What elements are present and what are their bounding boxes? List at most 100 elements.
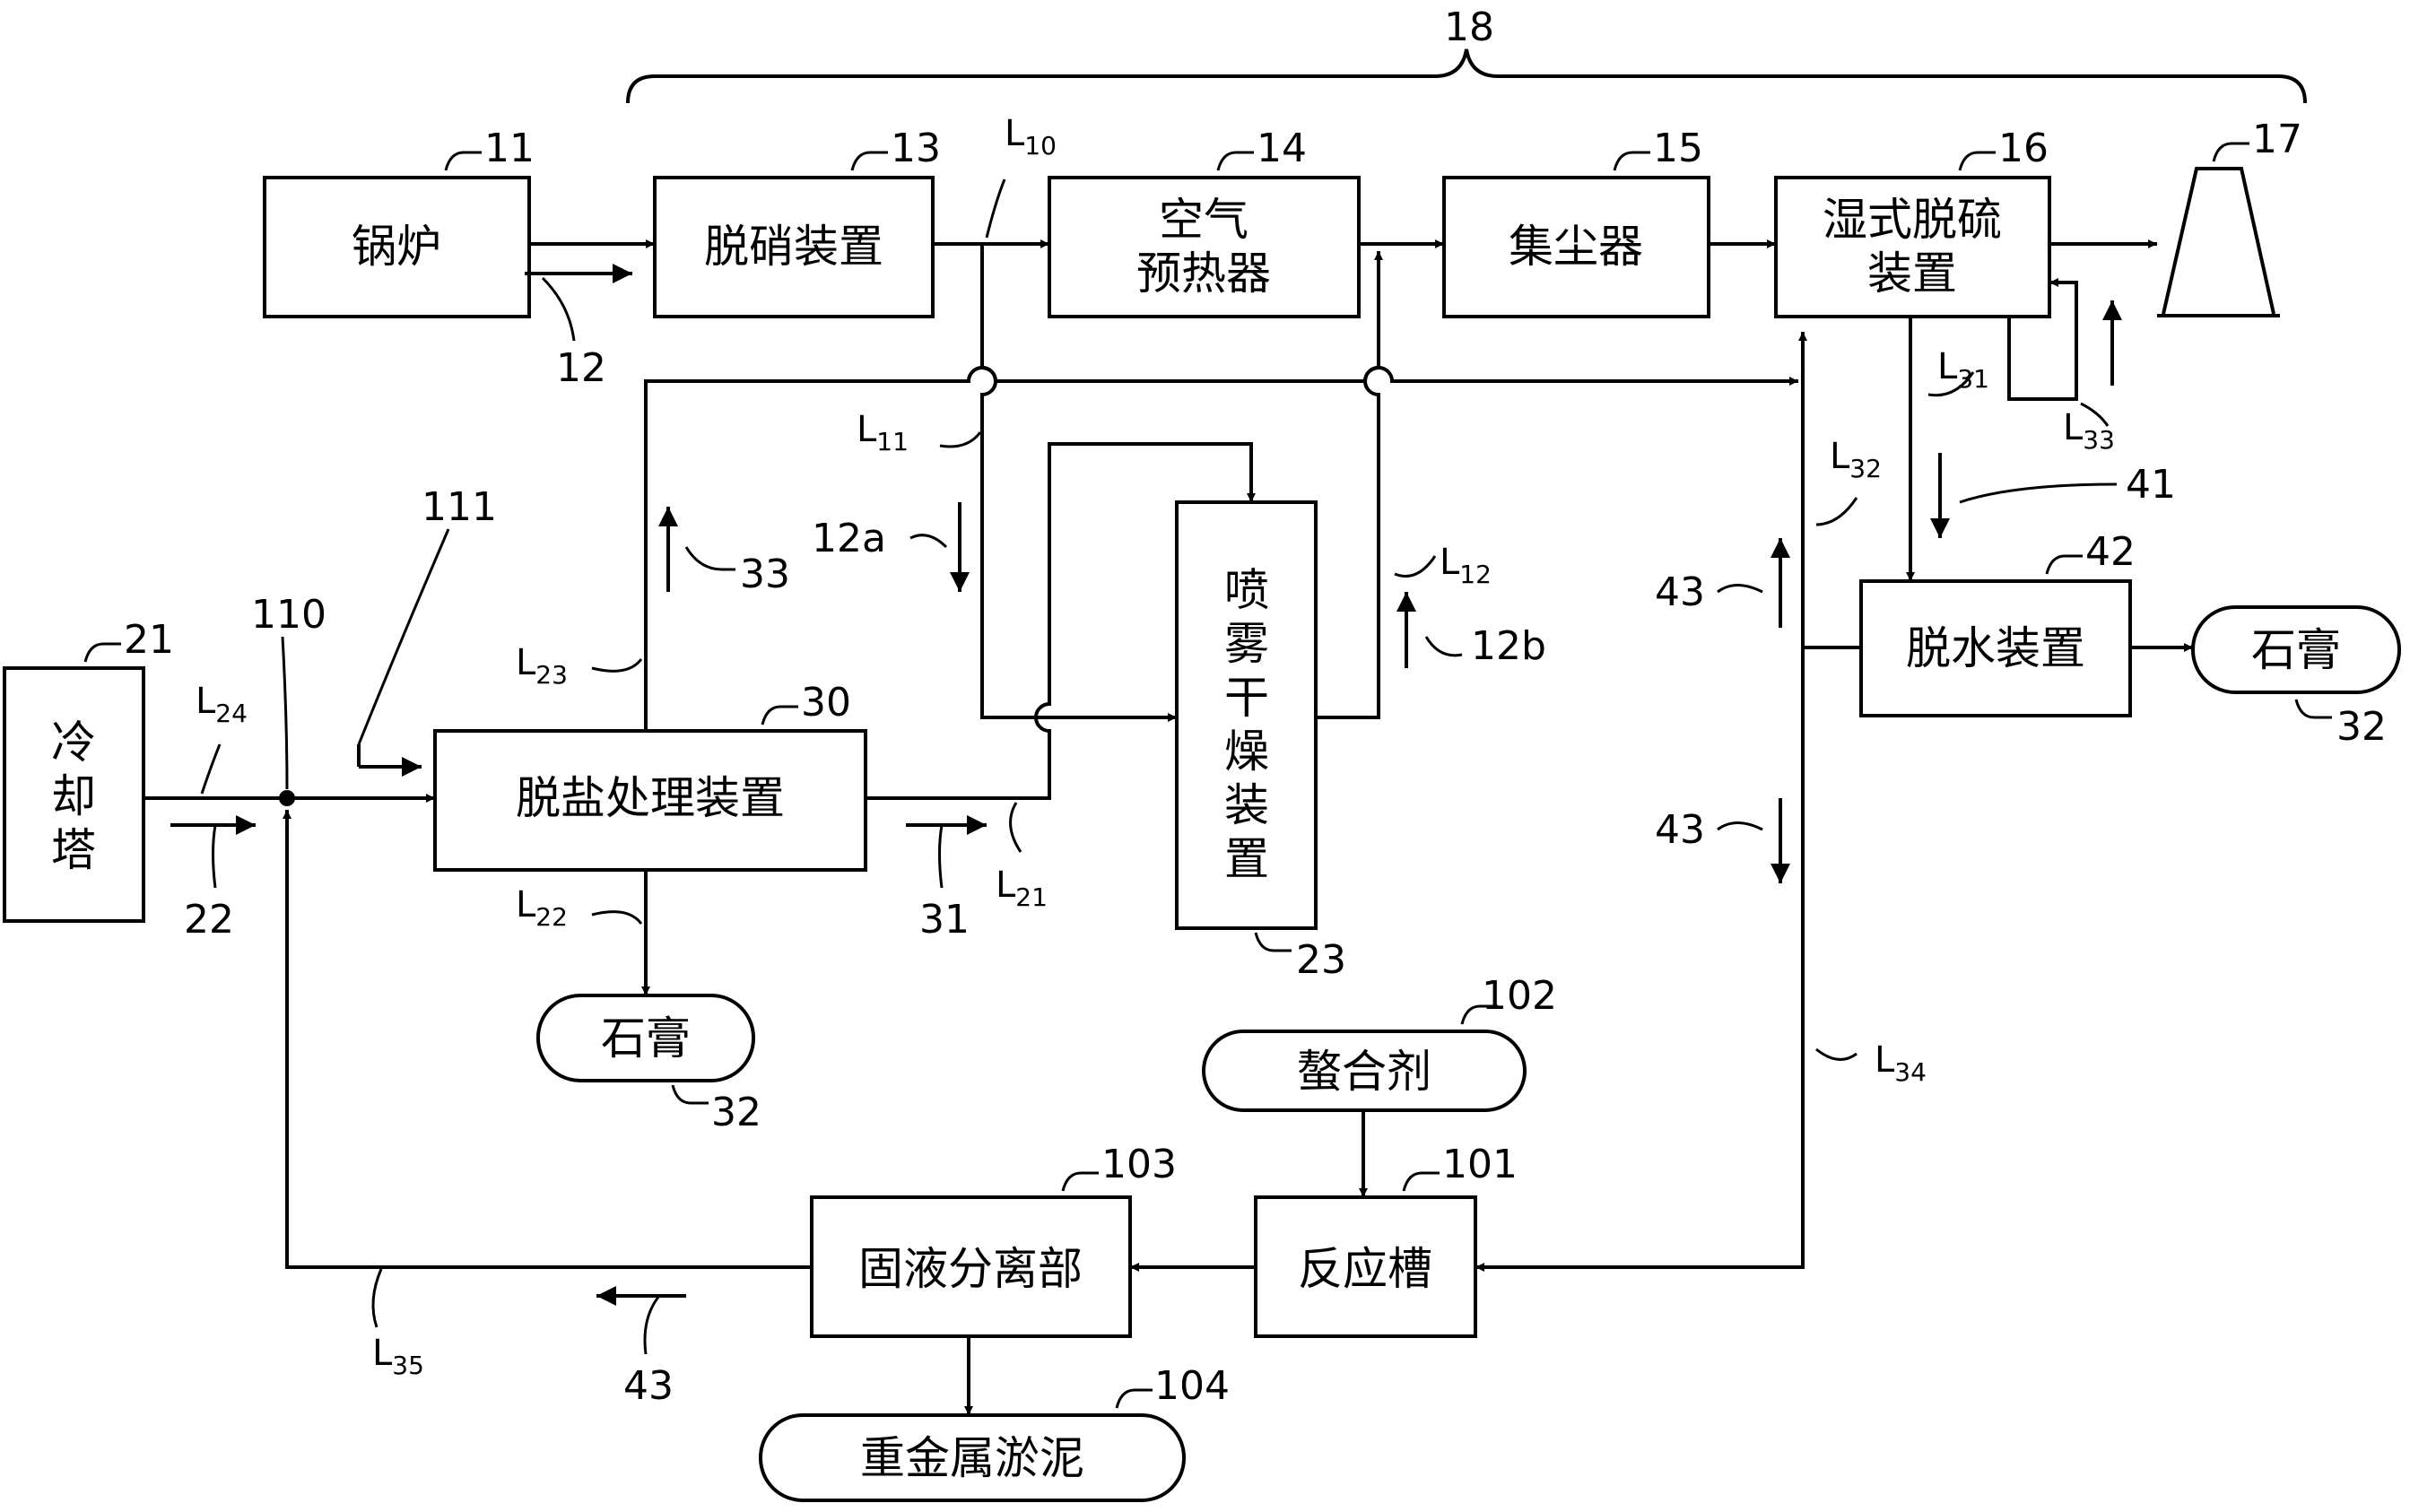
leader-30 <box>761 705 798 726</box>
ref-15: 15 <box>1653 126 1703 171</box>
wet-desulfurization-label-2: 装置 <box>1867 248 1957 300</box>
line-label-L35: L35 <box>372 1333 424 1380</box>
spray-dryer-char-6: 置 <box>1224 833 1269 885</box>
gypsum-right-label: 石膏 <box>2251 624 2341 676</box>
ref-23: 23 <box>1296 937 1346 983</box>
line-label-L22: L22 <box>516 884 568 932</box>
reaction-tank-label: 反应槽 <box>1298 1243 1432 1295</box>
spray-dryer-char-5: 装 <box>1224 779 1269 831</box>
leader-14 <box>1216 151 1254 171</box>
ref-111: 111 <box>422 484 497 530</box>
leader-23 <box>1254 932 1292 952</box>
ref-18: 18 <box>1444 4 1494 50</box>
line-label-L31: L31 <box>1937 346 1989 394</box>
flow-ref-31: 31 <box>919 897 970 943</box>
line-label-L34: L34 <box>1875 1039 1927 1087</box>
denitration-label: 脱硝装置 <box>704 221 883 273</box>
leader-43b <box>1717 821 1763 831</box>
leader-L12 <box>1394 555 1437 578</box>
leader-43a <box>1717 584 1763 594</box>
cooling-tower-box <box>3 666 145 923</box>
leader-101 <box>1402 1171 1440 1192</box>
leader-16 <box>1958 151 1996 171</box>
leader-15 <box>1613 151 1650 171</box>
solid-liquid-separator-label: 固液分离部 <box>858 1243 1083 1295</box>
leader-33 <box>684 546 735 571</box>
desalination-box <box>433 729 867 872</box>
dust-collector-label: 集尘器 <box>1509 221 1643 273</box>
leader-L11 <box>939 431 982 448</box>
leader-17 <box>2212 142 2249 162</box>
denitration-box <box>653 176 935 318</box>
ref-14: 14 <box>1257 126 1307 171</box>
group-brace-18 <box>626 48 2307 104</box>
leader-L31 <box>1927 371 1975 397</box>
flow-ref-41: 41 <box>2126 462 2176 508</box>
gypsum-left-label: 石膏 <box>601 1012 691 1064</box>
spray-dryer-char-4: 燥 <box>1224 726 1269 778</box>
leader-L33 <box>2080 402 2110 427</box>
leader-L23 <box>591 658 643 673</box>
line-label-L10: L10 <box>1005 113 1057 161</box>
leader-13 <box>850 151 888 171</box>
leader-103 <box>1061 1171 1099 1192</box>
ref-104: 104 <box>1154 1363 1230 1409</box>
line-L21 <box>866 442 1256 800</box>
leader-12b <box>1424 636 1463 657</box>
spray-dryer-char-3: 干 <box>1224 672 1269 724</box>
leader-42 <box>2045 554 2083 575</box>
ref-16: 16 <box>1998 126 2049 171</box>
leader-22 <box>212 824 217 889</box>
flow-ref-22: 22 <box>184 897 234 943</box>
leader-L22 <box>591 910 643 925</box>
line-label-L24: L24 <box>196 681 248 728</box>
dehydrator-label: 脱水装置 <box>1906 622 2085 674</box>
line-label-L33: L33 <box>2063 407 2115 455</box>
leader-L35 <box>371 1268 383 1328</box>
ref-13: 13 <box>891 126 941 171</box>
line-label-L23: L23 <box>516 642 568 690</box>
wet-desulfurization-label-1: 湿式脱硫 <box>1823 194 2002 246</box>
leader-110 <box>281 636 289 790</box>
line-L23 <box>644 366 1798 731</box>
leader-12a <box>909 534 948 549</box>
leader-31 <box>938 824 944 889</box>
desalination-label: 脱盐处理装置 <box>516 772 785 824</box>
ref-110: 110 <box>251 592 326 638</box>
line-L12 <box>1316 251 1383 719</box>
spray-dryer-box <box>1175 500 1318 930</box>
air-preheater-box <box>1048 176 1361 318</box>
flow-ref-12a: 12a <box>812 516 886 561</box>
leader-102 <box>1460 1004 1498 1025</box>
ref-103: 103 <box>1101 1142 1177 1187</box>
ref-32-left: 32 <box>711 1090 761 1135</box>
flow-ref-12: 12 <box>556 345 606 391</box>
heavy-metal-sludge-pill <box>759 1413 1186 1502</box>
leader-21 <box>83 642 121 663</box>
gypsum-right-pill <box>2191 605 2401 694</box>
cooling-tower-char-1: 冷 <box>51 717 96 769</box>
junction-110 <box>279 790 295 806</box>
leader-32-right <box>2294 699 2332 719</box>
ref-21: 21 <box>124 617 174 663</box>
air-preheater-label-1: 空气 <box>1159 194 1249 246</box>
leader-12 <box>541 276 576 342</box>
ref-30: 30 <box>801 680 851 726</box>
line-L35 <box>283 810 812 1269</box>
wet-desulfurization-box <box>1774 176 2051 318</box>
leader-41 <box>1959 482 2118 504</box>
leader-L32 <box>1815 497 1858 526</box>
stack-shape <box>2157 167 2280 317</box>
ref-32-right: 32 <box>2336 704 2387 750</box>
leader-L34 <box>1815 1047 1858 1061</box>
leader-111 <box>357 528 450 745</box>
spray-dryer-char-1: 喷 <box>1224 564 1269 616</box>
ref-102: 102 <box>1482 973 1557 1019</box>
ref-11: 11 <box>484 126 535 171</box>
leader-43c <box>643 1295 661 1355</box>
boiler-label: 锅炉 <box>352 221 441 273</box>
air-preheater-label-2: 预热器 <box>1136 248 1271 300</box>
flow-ref-33: 33 <box>740 552 790 597</box>
spray-dryer-char-2: 雾 <box>1224 618 1269 670</box>
